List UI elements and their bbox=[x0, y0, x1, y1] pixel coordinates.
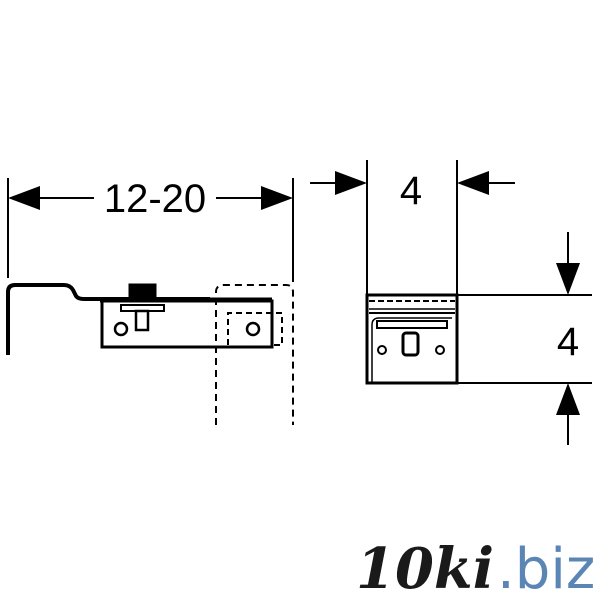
watermark-logo: 10ki .biz bbox=[356, 536, 595, 600]
depth-label: 4 bbox=[400, 169, 422, 213]
hidden-plate bbox=[227, 312, 283, 346]
bolt-shaft bbox=[401, 331, 420, 357]
height-label: 4 bbox=[557, 320, 579, 364]
watermark-main: 10ki bbox=[356, 536, 494, 600]
arrow-left-icon bbox=[8, 186, 40, 210]
arrow-right-icon bbox=[335, 171, 367, 195]
hole-icon bbox=[113, 321, 129, 337]
watermark-suffix: .biz bbox=[497, 537, 595, 600]
width-range-label: 12-20 bbox=[104, 177, 206, 221]
hidden-outline bbox=[215, 284, 294, 425]
bolt-head-icon bbox=[128, 283, 157, 301]
bracket-front-outline bbox=[365, 293, 459, 385]
hole-icon bbox=[435, 345, 445, 355]
washer bbox=[376, 320, 448, 329]
arrow-left-icon bbox=[457, 171, 489, 195]
bracket-profile bbox=[6, 283, 210, 355]
arrow-right-icon bbox=[261, 186, 293, 210]
bolt-shaft bbox=[134, 309, 150, 332]
arrow-up-icon bbox=[556, 383, 580, 415]
height-dimension bbox=[457, 232, 592, 445]
bracket-front-view bbox=[365, 293, 459, 385]
hole-icon bbox=[245, 321, 261, 337]
depth-dimension bbox=[310, 160, 515, 295]
arrow-down-icon bbox=[556, 263, 580, 295]
bracket-side-view bbox=[6, 283, 294, 425]
width-dimension bbox=[7, 178, 294, 282]
hole-icon bbox=[377, 345, 387, 355]
